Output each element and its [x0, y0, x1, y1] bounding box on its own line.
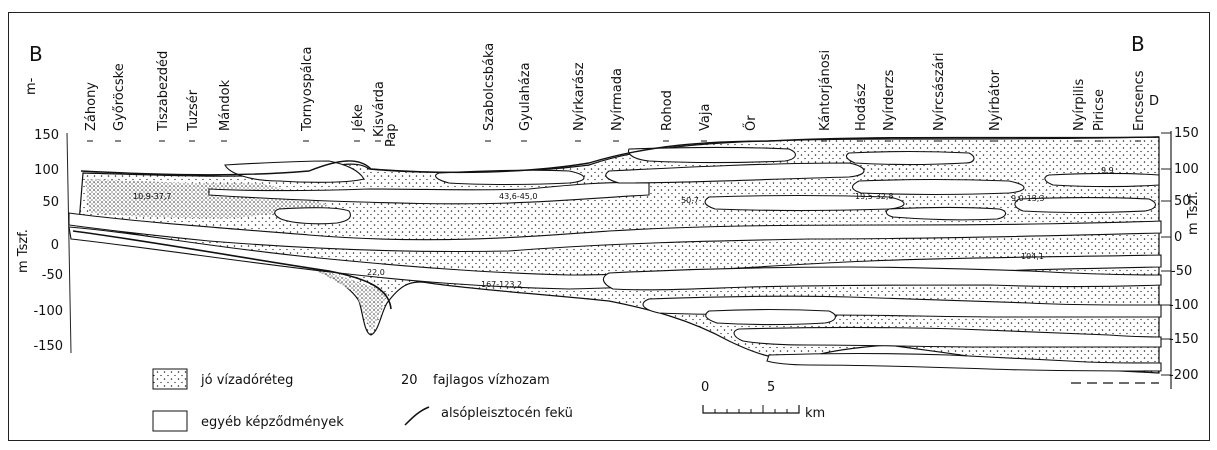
yield-value: 104,1: [1021, 252, 1044, 261]
locality-label: Hodász: [854, 83, 869, 131]
right-tick: 150: [1174, 126, 1199, 141]
right-tick: 100: [1174, 162, 1199, 177]
locality-labels: Záhony Győröcske Tiszabezdéd Tuzsér Mánd…: [84, 43, 1147, 147]
legend: jó vízadóréteg egyéb képződmények 20 faj…: [153, 369, 573, 431]
locality-label: Nyírcsászári: [932, 53, 947, 132]
locality-label: Mándok: [218, 79, 233, 131]
left-tick: -50: [42, 268, 63, 283]
right-tick: -100: [1169, 298, 1199, 313]
legend-aquifer-swatch: [153, 369, 187, 389]
yield-value: 43,6-45,0: [499, 192, 538, 201]
left-axis-unit-top: m-: [24, 77, 39, 95]
section-label-left: B: [29, 42, 43, 66]
yield-value: 19,5-32,8: [855, 192, 894, 201]
legend-other-swatch: [153, 411, 187, 431]
yield-value: 22,0: [367, 268, 385, 277]
locality-label: Piricse: [1092, 89, 1107, 131]
locality-label: Tuzsér: [186, 89, 201, 132]
locality-label: Jéke: [351, 104, 366, 132]
right-tick: -200: [1169, 368, 1199, 383]
locality-label: Őr: [743, 115, 759, 131]
yield-value: 9,9: [1101, 166, 1114, 175]
left-tick: -150: [33, 339, 63, 354]
legend-basement-label: alsópleisztocén fekü: [441, 406, 573, 421]
locality-label: Kántorjánosi: [818, 50, 833, 131]
locality-label: Tiszabezdéd: [156, 51, 171, 132]
section-label-right: B: [1131, 32, 1145, 56]
right-axis-ticks: 150 100 50 0 -50 -100 -150 -200: [1169, 126, 1199, 383]
right-tick: 0: [1174, 230, 1182, 245]
locality-label: Nyírmada: [610, 68, 625, 131]
yield-value: 167-123,2: [481, 280, 522, 289]
locality-label: Tornyospálca: [300, 47, 315, 132]
right-axis-unit-side: m Tszf.: [1186, 191, 1201, 235]
left-tick: 50: [42, 195, 59, 210]
left-tick: 150: [34, 128, 59, 143]
locality-label: Szabolcsbáka: [482, 43, 497, 131]
direction-letter: D: [1149, 94, 1159, 109]
legend-aquifer-label: jó vízadóréteg: [200, 373, 293, 388]
scale-start: 0: [701, 380, 709, 395]
locality-label: Encsencs: [1132, 70, 1147, 131]
legend-yield-label: fajlagos vízhozam: [433, 373, 550, 388]
scale-bar: 0 5 km: [701, 380, 825, 421]
left-axis-ticks: 150 100 50 0 -50 -100 -150: [33, 128, 63, 354]
left-tick: 100: [34, 163, 59, 178]
legend-yield-number: 20: [401, 373, 418, 388]
locality-label: Nyírderzs: [882, 69, 897, 131]
yield-value: 50,7: [681, 196, 699, 205]
left-tick: -100: [33, 304, 63, 319]
scale-unit: km: [805, 406, 825, 421]
left-tick: 0: [51, 238, 59, 253]
scale-mid: 5: [767, 380, 775, 395]
right-tick: -50: [1171, 264, 1192, 279]
cross-section-figure: B B D m- m Tszf. 150 100 50 0 -50 -100 -…: [9, 13, 1209, 440]
figure-frame: B B D m- m Tszf. 150 100 50 0 -50 -100 -…: [8, 12, 1210, 441]
locality-label: Pap: [384, 124, 399, 147]
yield-value: 10,9-37,7: [133, 192, 172, 201]
legend-basement-symbol: [405, 407, 429, 425]
right-tick: -150: [1169, 332, 1199, 347]
locality-label: Záhony: [84, 82, 99, 131]
locality-label: Vaja: [698, 104, 713, 131]
locality-label: Nyírkarász: [572, 62, 587, 131]
locality-label: Nyírbátor: [988, 69, 1003, 131]
locality-label: Rohod: [660, 90, 675, 131]
left-axis-unit-side: m Tszf.: [16, 229, 31, 273]
locality-label: Nyírpilis: [1072, 79, 1087, 131]
locality-label: Győröcske: [112, 63, 127, 131]
locality-label: Gyulaháza: [518, 62, 533, 131]
legend-other-label: egyéb képződmények: [201, 415, 344, 430]
yield-value: 9,0-13,3: [1011, 194, 1044, 203]
